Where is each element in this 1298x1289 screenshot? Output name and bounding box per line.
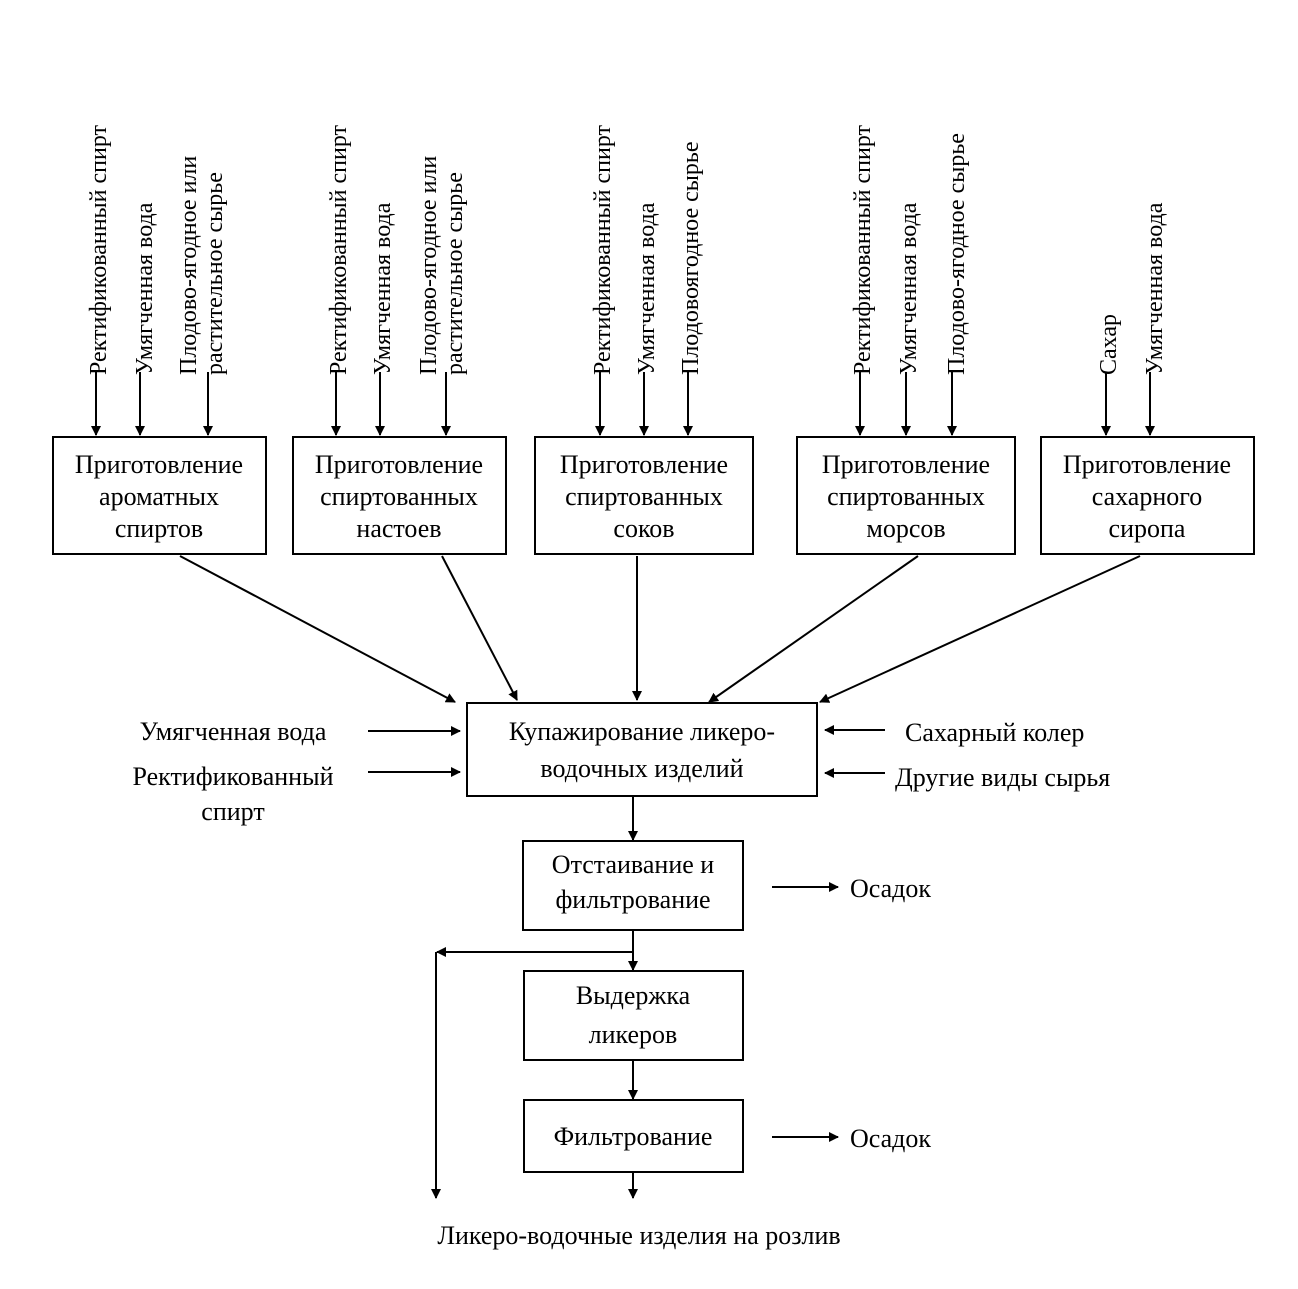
prep-box-infusions: Приготовление спиртованных настоев [292,436,507,555]
side-input-label: Сахарный колер [905,718,1084,747]
box-label: Приготовление [822,450,990,479]
input-label: Плодово-ягодное или [176,156,202,375]
prep-box-fruit-drinks: Приготовление спиртованных морсов [796,436,1016,555]
box-label: Купажирование ликеро- [509,717,775,746]
input-label: Умягченная вода [634,202,660,375]
filter-box: Фильтрование [523,1099,744,1173]
box-label: Приготовление [1063,450,1231,479]
prep-box-sugar-syrup: Приготовление сахарного сиропа [1040,436,1255,555]
side-input-label: Другие виды сырья [895,763,1110,792]
box-label: соков [613,514,674,543]
box-label: фильтрование [555,885,710,914]
prep-to-blend-arrows [179,555,1141,703]
side-input-label: Ректификованный [133,762,334,791]
box-label: Отстаивание и [552,850,714,879]
box-label: морсов [866,514,945,543]
box-label: Приготовление [315,450,483,479]
input-arrows [91,372,1155,436]
box-label: ликеров [589,1020,678,1049]
side-input-label: спирт [201,797,264,826]
output-label: Ликеро-водочные изделия на розлив [437,1221,840,1250]
box-label: спиртованных [565,482,723,511]
input-label: Умягченная вода [1142,202,1168,375]
input-label: Ректификованный спирт [86,124,112,375]
input-label: Ректификованный спирт [590,124,616,375]
side-input-label: Умягченная вода [140,717,327,746]
input-label: Плодовоягодное сырье [678,141,704,375]
box-label: Фильтрование [554,1122,713,1151]
input-label: Плодово-ягодное или [416,156,442,375]
input-label: Сахар [1096,314,1122,375]
box-label: спиртованных [320,482,478,511]
prep-box-juices: Приготовление спиртованных соков [534,436,754,555]
box-label: настоев [356,514,441,543]
input-label: Ректификованный спирт [850,124,876,375]
aging-box: Выдержка ликеров [523,970,744,1061]
box-label: сиропа [1109,514,1186,543]
input-label: Умягченная вода [132,202,158,375]
sediment-label: Осадок [850,874,931,903]
input-label: Умягченная вода [896,202,922,375]
input-label: растительное сырье [442,172,468,375]
sediment-label: Осадок [850,1124,931,1153]
input-label: Плодово-ягодное сырье [944,133,970,375]
input-label: Умягченная вода [370,202,396,375]
box-label: спиртованных [827,482,985,511]
blend-box: Купажирование ликеро- водочных изделий [466,702,818,797]
input-label: растительное сырье [202,172,228,375]
box-label: спиртов [115,514,203,543]
box-label: сахарного [1092,482,1203,511]
input-label: Ректификованный спирт [326,124,352,375]
prep-box-aromatic-spirits: Приготовление ароматных спиртов [52,436,267,555]
box-label: Выдержка [576,981,691,1010]
box-label: водочных изделий [540,754,743,783]
box-label: ароматных [99,482,219,511]
settle-filter-box: Отстаивание и фильтрование [522,840,744,931]
box-label: Приготовление [560,450,728,479]
box-label: Приготовление [75,450,243,479]
